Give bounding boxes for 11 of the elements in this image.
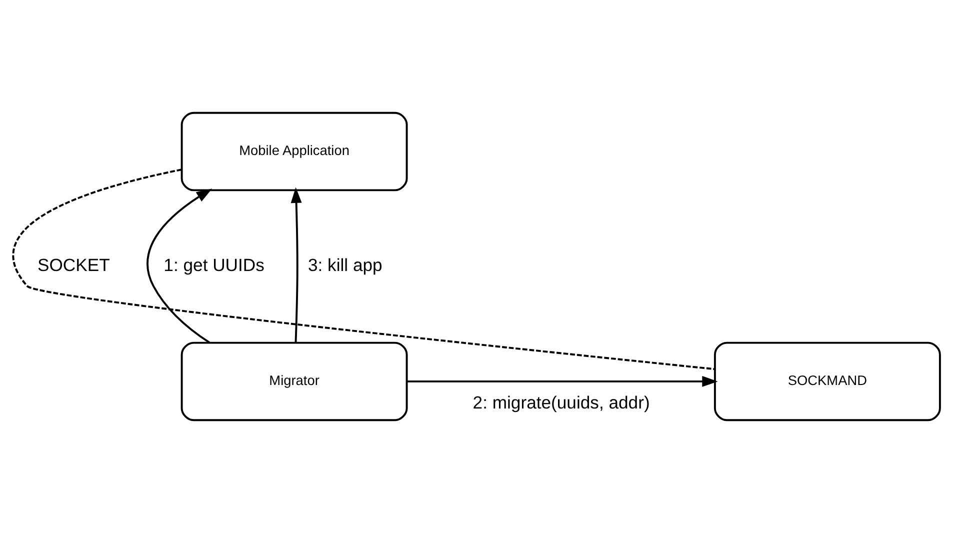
edge-label: 1: get UUIDs <box>164 254 264 275</box>
edge-label: 2: migrate(uuids, addr) <box>472 392 650 412</box>
node-box: SOCKMAND <box>714 342 941 422</box>
connector <box>13 168 715 370</box>
arrow <box>146 188 212 344</box>
node-box: Migrator <box>180 342 408 422</box>
arrow <box>290 187 302 342</box>
arrow <box>407 376 718 387</box>
edge-label: SOCKET <box>37 254 110 275</box>
node-box: Mobile Application <box>180 112 408 192</box>
edge-label: 3: kill app <box>308 254 382 275</box>
